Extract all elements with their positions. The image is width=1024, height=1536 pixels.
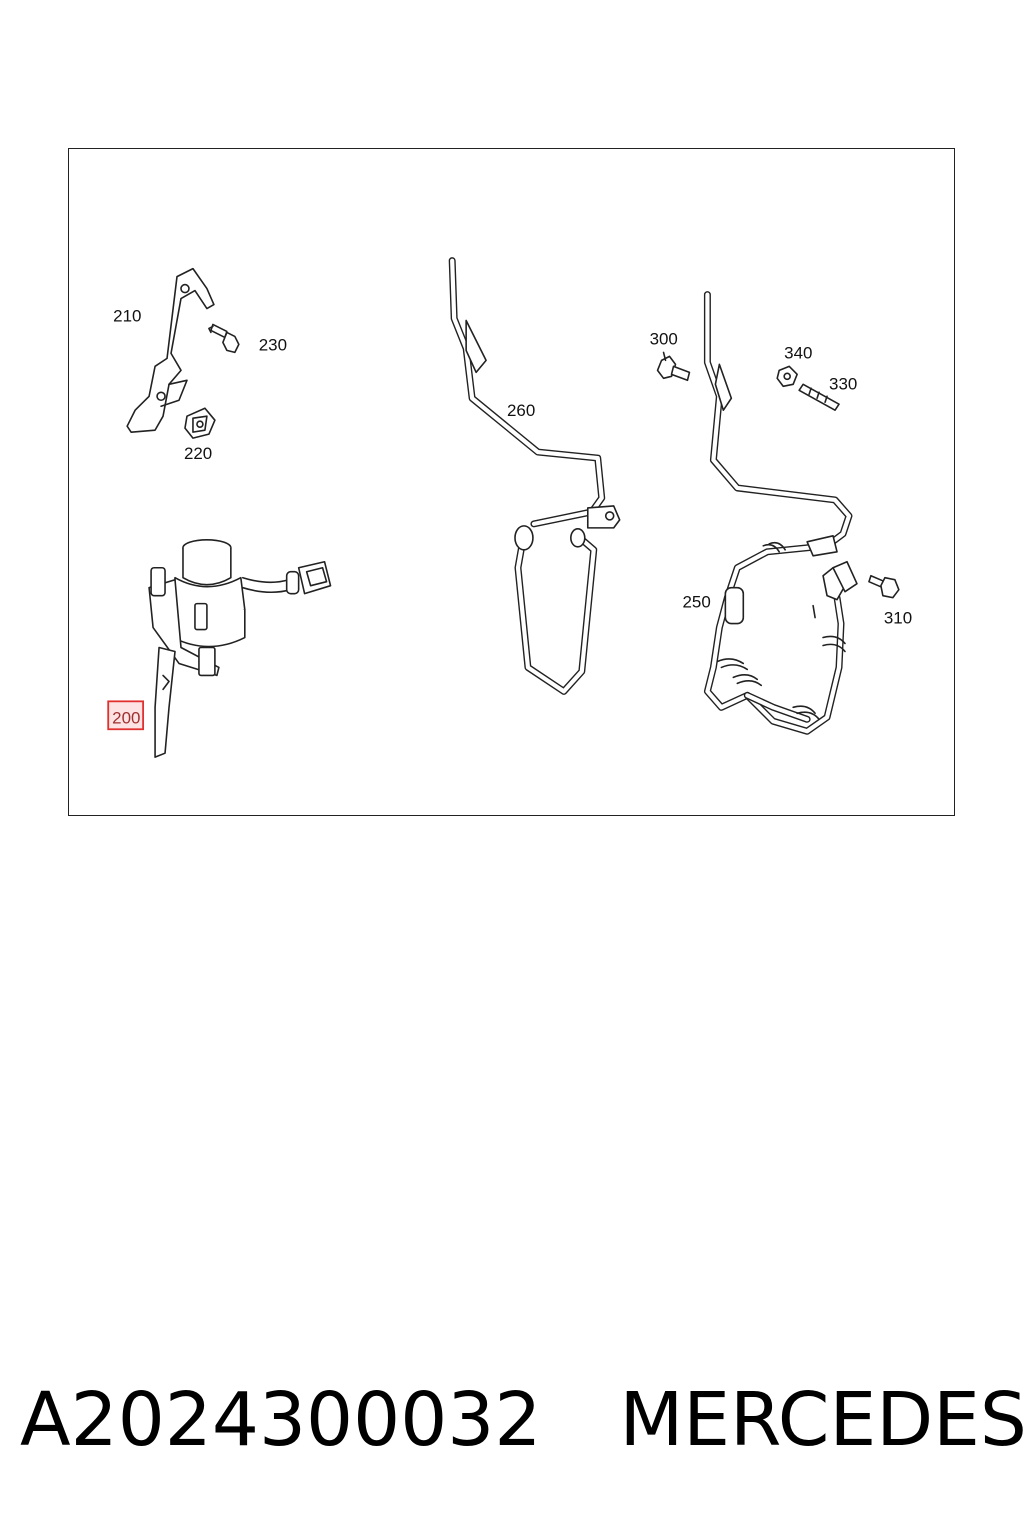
parts-diagram-frame: 210 230 220 260 300 340 330 250 310 200	[68, 148, 955, 816]
part-330-stud	[798, 383, 840, 412]
part-250-tube	[703, 291, 858, 735]
callout-210: 210	[113, 306, 141, 325]
callout-200-highlight[interactable]: 200	[107, 700, 145, 731]
footer-caption: A2024300032 MERCEDES	[20, 1370, 1024, 1470]
part-300-bolt	[656, 351, 691, 382]
part-340-nut	[776, 365, 798, 388]
highlight-box	[107, 700, 145, 731]
part-220-clip	[184, 407, 216, 439]
callout-340: 340	[784, 343, 812, 362]
part-230-bolt	[208, 323, 240, 354]
callout-260: 260	[507, 401, 535, 420]
callout-330: 330	[829, 374, 857, 393]
parts-diagram: 210 230 220 260 300 340 330 250 310 200	[107, 257, 912, 758]
callout-300: 300	[650, 329, 678, 348]
part-200-pump	[148, 539, 332, 758]
callout-250: 250	[682, 593, 710, 612]
callout-310: 310	[884, 609, 912, 628]
callout-230: 230	[259, 335, 287, 354]
part-210-bracket	[126, 267, 215, 433]
callout-220: 220	[184, 444, 212, 463]
part-310-bolt	[868, 574, 900, 599]
callout-200: 200	[112, 708, 140, 727]
part-260-tube	[448, 257, 621, 695]
part-number: A2024300032	[20, 1377, 542, 1463]
brand-name: MERCEDES	[619, 1377, 1024, 1463]
